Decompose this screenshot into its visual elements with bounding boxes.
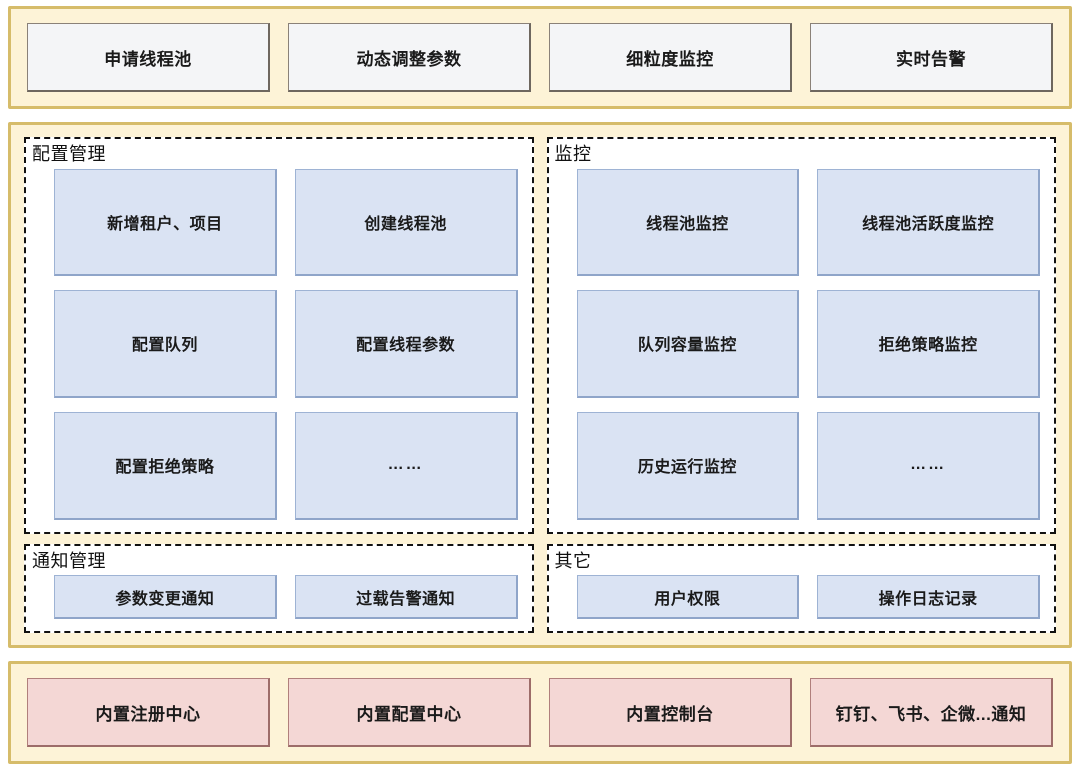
group-items: 用户权限 操作日志记录: [553, 575, 1040, 619]
infra-box-console[interactable]: 内置控制台: [549, 678, 792, 747]
item-reject-policy-monitoring[interactable]: 拒绝策略监控: [817, 290, 1040, 398]
item-thread-pool-activity-monitoring[interactable]: 线程池活跃度监控: [817, 168, 1040, 277]
item-history-run-monitoring[interactable]: 历史运行监控: [576, 411, 800, 520]
item-config-thread-params[interactable]: 配置线程参数: [294, 290, 518, 398]
item-config-queue[interactable]: 配置队列: [54, 290, 277, 398]
item-user-permission[interactable]: 用户权限: [576, 575, 800, 619]
infra-label: 钉钉、飞书、企微...通知: [835, 704, 1027, 724]
group-monitoring: 监控 线程池监控 线程池活跃度监控 队列容量监控 拒绝策略监控: [546, 137, 1056, 534]
item-label: 创建线程池: [364, 215, 447, 233]
item-queue-capacity-monitoring[interactable]: 队列容量监控: [576, 290, 800, 398]
item-label: 配置线程参数: [356, 337, 456, 355]
group-title: 通知管理: [32, 550, 106, 571]
capability-label: 实时告警: [896, 49, 966, 69]
item-more-monitoring[interactable]: ……: [817, 411, 1040, 520]
group-title: 其它: [554, 550, 592, 571]
item-label: 历史运行监控: [637, 459, 737, 477]
capability-label: 细粒度监控: [626, 49, 714, 69]
infra-box-registry-center[interactable]: 内置注册中心: [27, 678, 270, 747]
platform-row-lower: 通知管理 参数变更通知 过载告警通知 其它 用户权限: [24, 543, 1056, 633]
platform-row-upper: 配置管理 新增租户、项目 创建线程池 配置队列 配置线程参数 配: [24, 137, 1056, 534]
capability-box-dynamic-params[interactable]: 动态调整参数: [288, 23, 531, 92]
item-label: 操作日志记录: [878, 590, 978, 608]
item-label: 参数变更通知: [115, 590, 215, 608]
item-label: 过载告警通知: [356, 590, 456, 608]
item-label: 配置队列: [131, 337, 198, 355]
infrastructure-band: 内置注册中心 内置配置中心 内置控制台 钉钉、飞书、企微...通知: [8, 661, 1072, 764]
platform-band: 配置管理 新增租户、项目 创建线程池 配置队列 配置线程参数 配: [8, 122, 1072, 648]
group-title: 监控: [554, 144, 592, 164]
item-label: 用户权限: [654, 590, 721, 608]
group-notification-management: 通知管理 参数变更通知 过载告警通知: [24, 543, 534, 633]
infra-box-im-notification[interactable]: 钉钉、飞书、企微...通知: [810, 678, 1053, 747]
item-more-config[interactable]: ……: [294, 411, 518, 520]
item-create-thread-pool[interactable]: 创建线程池: [294, 168, 518, 277]
item-add-tenant-project[interactable]: 新增租户、项目: [54, 168, 277, 277]
capability-box-realtime-alert[interactable]: 实时告警: [810, 23, 1053, 92]
infra-label: 内置注册中心: [95, 704, 201, 724]
group-items: 线程池监控 线程池活跃度监控 队列容量监控 拒绝策略监控 历史运行监控: [553, 168, 1040, 520]
capability-label: 申请线程池: [104, 49, 192, 69]
group-others: 其它 用户权限 操作日志记录: [546, 543, 1056, 633]
capability-box-fine-grained-monitoring[interactable]: 细粒度监控: [549, 23, 792, 92]
item-thread-pool-monitoring[interactable]: 线程池监控: [576, 168, 800, 277]
infra-label: 内置控制台: [626, 704, 714, 724]
item-label: 队列容量监控: [637, 337, 737, 355]
item-param-change-notice[interactable]: 参数变更通知: [54, 575, 277, 619]
item-label: 线程池活跃度监控: [862, 215, 995, 233]
item-label: 线程池监控: [646, 215, 729, 233]
group-items: 参数变更通知 过载告警通知: [30, 575, 518, 619]
item-label: 新增租户、项目: [107, 215, 223, 233]
item-operation-log[interactable]: 操作日志记录: [817, 575, 1040, 619]
capability-label: 动态调整参数: [356, 49, 462, 69]
infra-box-config-center[interactable]: 内置配置中心: [288, 678, 531, 747]
capability-box-apply-thread-pool[interactable]: 申请线程池: [27, 23, 270, 92]
item-label: ……: [910, 456, 947, 474]
item-label: 配置拒绝策略: [115, 459, 215, 477]
group-title: 配置管理: [32, 144, 106, 164]
group-config-management: 配置管理 新增租户、项目 创建线程池 配置队列 配置线程参数 配: [24, 137, 534, 534]
item-config-reject-policy[interactable]: 配置拒绝策略: [54, 411, 277, 520]
group-items: 新增租户、项目 创建线程池 配置队列 配置线程参数 配置拒绝策略: [30, 168, 518, 520]
item-label: 拒绝策略监控: [878, 337, 978, 355]
item-overload-alert-notice[interactable]: 过载告警通知: [294, 575, 518, 619]
capability-band: 申请线程池 动态调整参数 细粒度监控 实时告警: [8, 6, 1072, 109]
item-label: ……: [387, 456, 424, 474]
infra-label: 内置配置中心: [356, 704, 462, 724]
